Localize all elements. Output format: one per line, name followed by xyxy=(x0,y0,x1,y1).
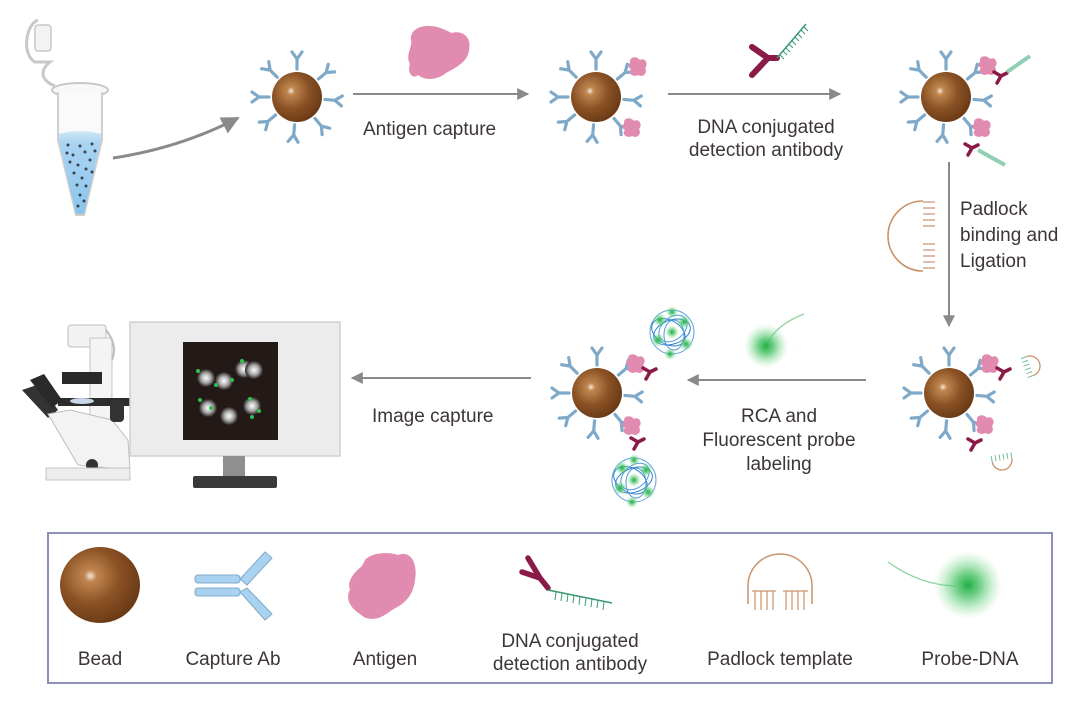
legend-label-antigen: Antigen xyxy=(352,649,418,670)
legend-label-detection-antibody: DNA conjugated detection antibody xyxy=(470,630,670,676)
sample-tube-icon xyxy=(25,18,109,216)
legend-padlock-template-icon xyxy=(747,553,813,610)
step-label-rca: RCA and Fluorescent probe labeling xyxy=(684,405,874,477)
step-label-padlock-line2: binding and xyxy=(960,225,1059,246)
antigen-icon xyxy=(408,25,470,79)
fluorescence-image xyxy=(183,342,278,440)
step-label-detection-antibody-line2: detection antibody xyxy=(688,140,844,161)
step-label-padlock-line1: Padlock xyxy=(960,199,1028,220)
step-label-detection-antibody-line1: DNA conjugated xyxy=(697,117,835,138)
legend-bead-icon xyxy=(60,547,140,623)
step-label-image-capture: Image capture xyxy=(372,406,494,427)
legend-capture-antibody-icon xyxy=(194,551,273,621)
dna-conjugated-antibody-icon xyxy=(749,23,809,78)
step-label-antigen-capture: Antigen capture xyxy=(363,119,497,140)
step-label-padlock: Padlock binding and Ligation xyxy=(960,197,1058,275)
step-label-rca-line1: RCA and xyxy=(740,406,818,427)
legend-icons xyxy=(60,547,1002,623)
legend-label-capture-ab: Capture Ab xyxy=(185,649,281,670)
legend-label-detection-antibody-line1: DNA conjugated xyxy=(501,631,639,652)
step-label-padlock-line3: Ligation xyxy=(960,251,1027,272)
legend-label-padlock-template: Padlock template xyxy=(707,649,853,670)
step-label-detection-antibody: DNA conjugated detection antibody xyxy=(676,116,856,162)
step-label-rca-line2: Fluorescent probe xyxy=(702,430,856,451)
legend-label-detection-antibody-line2: detection antibody xyxy=(492,654,648,675)
monitor-icon xyxy=(129,321,341,488)
padlock-template-icon xyxy=(887,200,935,272)
probe-dna-icon xyxy=(744,313,805,368)
legend-label-bead: Bead xyxy=(77,649,123,670)
rca-product-bottom xyxy=(608,453,657,509)
step-label-rca-line3: labeling xyxy=(746,454,812,475)
legend-antigen-icon xyxy=(348,553,416,619)
legend-probe-dna-icon xyxy=(887,551,1002,619)
legend-box xyxy=(47,532,1053,684)
rca-product-top xyxy=(646,305,695,361)
legend-label-probe-dna: Probe-DNA xyxy=(921,649,1019,670)
legend-dna-conjugated-antibody-icon xyxy=(519,555,613,611)
bead-with-capture-antibodies xyxy=(252,52,342,142)
bead-particles xyxy=(65,142,97,208)
flow-arrow-sample xyxy=(112,116,240,160)
microscope-icon xyxy=(22,324,131,481)
